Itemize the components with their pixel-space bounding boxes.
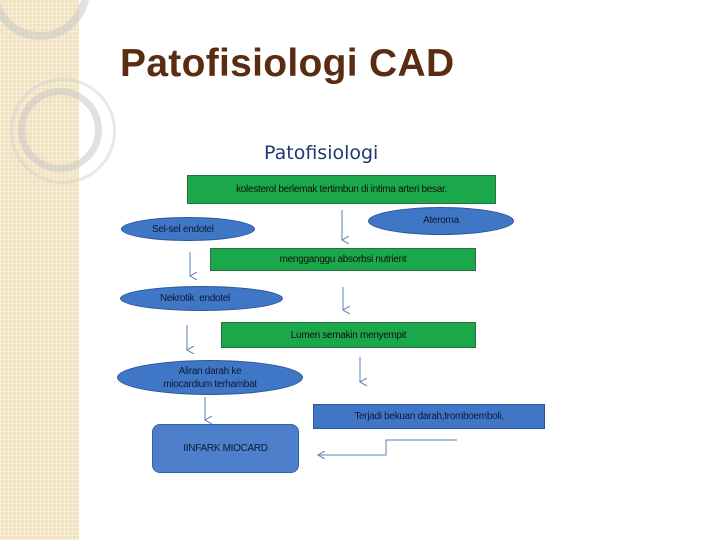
box-label: mengganggu absorbsi nutrient bbox=[279, 254, 407, 265]
ellipse-label: Nekrotik endotel bbox=[160, 293, 230, 304]
ellipse-aliran: Aliran darah ke miocardium terhambat bbox=[117, 360, 303, 395]
box-label: kolesterol berlemak tertimbun di intima … bbox=[236, 184, 447, 195]
box-infark: IINFARK MIOCARD bbox=[152, 424, 299, 473]
box-bekuan: Terjadi bekuan darah,tromboemboli, bbox=[313, 404, 545, 429]
decorative-sidebar bbox=[0, 0, 116, 540]
ellipse-sel-sel-endotel: Sel-sel endotel bbox=[121, 217, 255, 241]
slide-title: Patofisiologi CAD bbox=[120, 42, 455, 85]
ellipse-nekrotik: Nekrotik endotel bbox=[120, 286, 283, 311]
ellipse-label-line1: Aliran darah ke bbox=[178, 365, 242, 377]
box-label: Lumen semakin menyempit bbox=[290, 329, 407, 341]
flow-arrow bbox=[318, 439, 457, 455]
ellipse-label: Sel-sel endotel bbox=[152, 223, 214, 235]
box-mengganggu: mengganggu absorbsi nutrient bbox=[210, 248, 476, 271]
ellipse-label-line2: miocardium terhambat bbox=[163, 378, 257, 390]
box-label: IINFARK MIOCARD bbox=[183, 443, 268, 454]
box-kolesterol: kolesterol berlemak tertimbun di intima … bbox=[187, 175, 496, 204]
box-label: Terjadi bekuan darah,tromboemboli, bbox=[354, 411, 504, 422]
diagram-title: Patofisiologi bbox=[264, 142, 379, 164]
ellipse-ateroma: Ateroma bbox=[368, 207, 514, 235]
decorative-ring bbox=[10, 78, 116, 184]
decorative-ring bbox=[18, 88, 102, 172]
box-lumen: Lumen semakin menyempit bbox=[221, 322, 476, 348]
ellipse-label: Ateroma bbox=[423, 214, 459, 226]
